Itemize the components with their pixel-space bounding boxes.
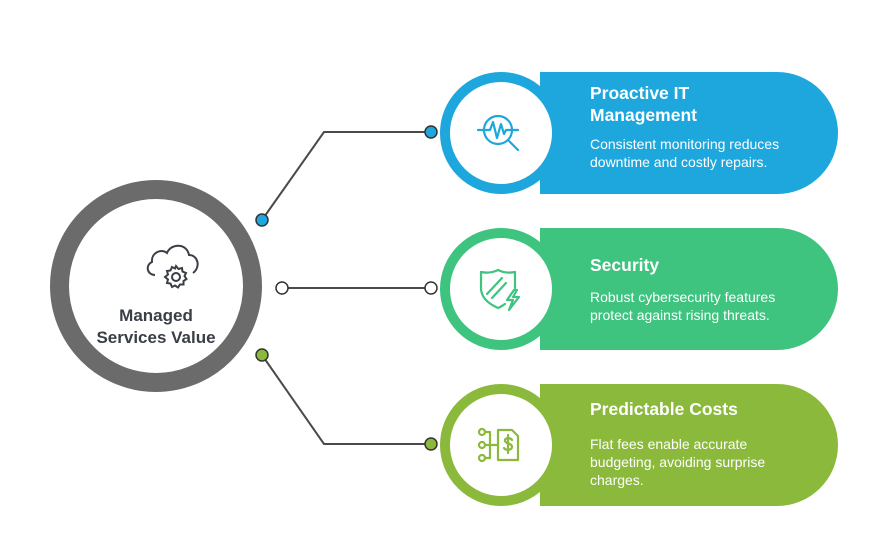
connector-proactive: [261, 131, 431, 221]
card-proactive-title: Proactive IT Management: [590, 83, 697, 125]
managed-services-hub: Managed Services Value: [50, 180, 262, 392]
cloud-gear-icon: [146, 244, 199, 289]
connector-dot-costs: [424, 437, 438, 451]
card-proactive-pill: [540, 72, 838, 194]
card-predictable-costs: Predictable Costs Flat fees enable accur…: [440, 384, 838, 506]
shield-bolt-icon: [479, 268, 521, 312]
card-security-disc: [440, 228, 562, 350]
card-security-title: Security: [590, 255, 660, 275]
card-costs-text: Flat fees enable accurate budgeting, avo…: [590, 436, 766, 488]
hub-title: Managed Services Value: [96, 306, 216, 347]
card-proactive-text: Consistent monitoring reduces downtime a…: [590, 136, 780, 170]
connector-dot-security: [424, 281, 438, 295]
connector-dot-hub-security: [275, 281, 289, 295]
connector-dot-hub-proactive: [255, 213, 269, 227]
monitor-search-icon: [476, 114, 520, 152]
connector-dot-proactive: [424, 125, 438, 139]
card-costs-title: Predictable Costs: [590, 399, 738, 419]
card-proactive-it: Proactive IT Management Consistent monit…: [440, 72, 838, 194]
card-costs-disc: [440, 384, 562, 506]
card-security: Security Robust cybersecurity features p…: [440, 228, 838, 350]
budget-flow-icon: [477, 427, 520, 463]
connector-costs: [261, 354, 431, 445]
card-proactive-disc: [440, 72, 562, 194]
card-costs-pill: [540, 384, 838, 506]
card-security-text: Robust cybersecurity features protect ag…: [590, 289, 776, 323]
card-security-pill: [540, 228, 838, 350]
connector-dot-hub-costs: [255, 348, 269, 362]
